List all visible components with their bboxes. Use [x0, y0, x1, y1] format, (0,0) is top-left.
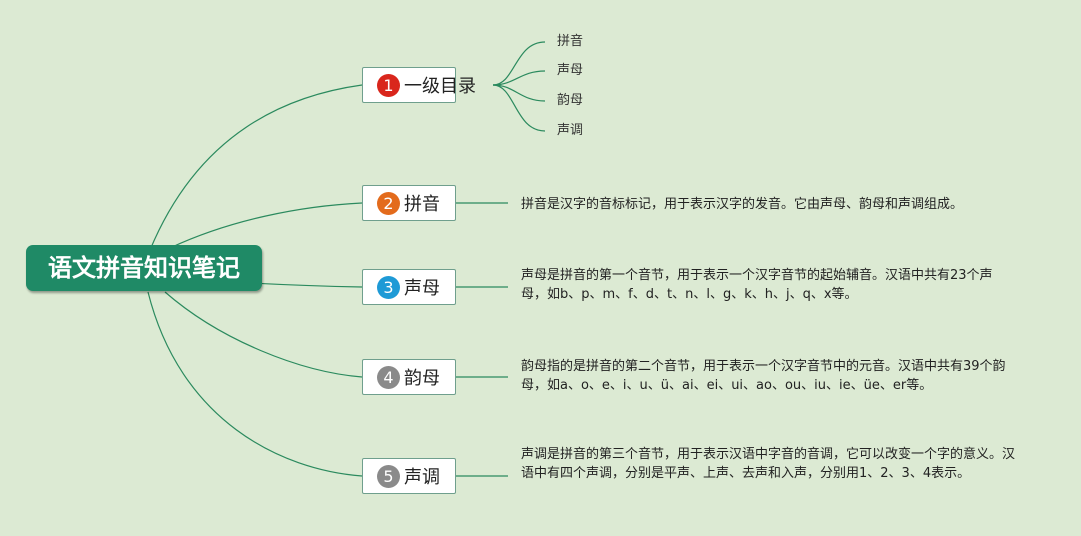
- link-root-topic-5: [147, 291, 363, 477]
- subtopic-shengdiao[interactable]: 声调: [557, 123, 584, 138]
- topic-1-label: 一级目录: [404, 76, 476, 97]
- badge-number-1: 1: [377, 73, 400, 97]
- root-topic[interactable]: 语文拼音知识笔记: [26, 245, 262, 291]
- link-root-topic-2: [169, 202, 363, 249]
- subtopic-pinyin[interactable]: 拼音: [557, 34, 584, 49]
- topic-5-label: 声调: [404, 467, 440, 488]
- link-topic-1-leaf-4: [492, 84, 546, 132]
- topic-4-label: 韵母: [404, 368, 440, 389]
- badge-number-5: 5: [377, 464, 400, 488]
- topic-5-description: 声调是拼音的第三个音节，用于表示汉语中字音的音调，它可以改变一个字的意义。汉语中…: [521, 447, 1016, 481]
- badge-number-4: 4: [377, 365, 400, 389]
- subtopic-yunmu[interactable]: 韵母: [557, 93, 584, 108]
- link-root-topic-1: [149, 84, 363, 251]
- topic-3-description: 声母是拼音的第一个音节，用于表示一个汉字音节的起始辅音。汉语中共有23个声母，如…: [521, 268, 993, 302]
- topic-2-label: 拼音: [404, 194, 440, 215]
- topic-3-node[interactable]: 3 声母: [362, 269, 456, 305]
- topic-5-node[interactable]: 5 声调: [362, 458, 456, 494]
- topic-1-node[interactable]: 1 一级目录: [362, 67, 476, 103]
- link-root-topic-4: [164, 291, 363, 378]
- topic-3-label: 声母: [404, 278, 440, 299]
- topic-2-node[interactable]: 2 拼音: [362, 185, 456, 221]
- subtopic-shengmu[interactable]: 声母: [557, 63, 584, 78]
- badge-number-2: 2: [377, 191, 400, 215]
- link-topic-1-leaf-1: [492, 41, 546, 86]
- badge-number-3: 3: [377, 275, 400, 299]
- topic-2-description: 拼音是汉字的音标标记，用于表示汉字的发音。它由声母、韵母和声调组成。: [521, 197, 964, 212]
- topic-4-description: 韵母指的是拼音的第二个音节，用于表示一个汉字音节中的元音。汉语中共有39个韵母，…: [521, 359, 1006, 393]
- link-topic-1-leaf-2: [492, 70, 546, 86]
- topic-4-node[interactable]: 4 韵母: [362, 359, 456, 395]
